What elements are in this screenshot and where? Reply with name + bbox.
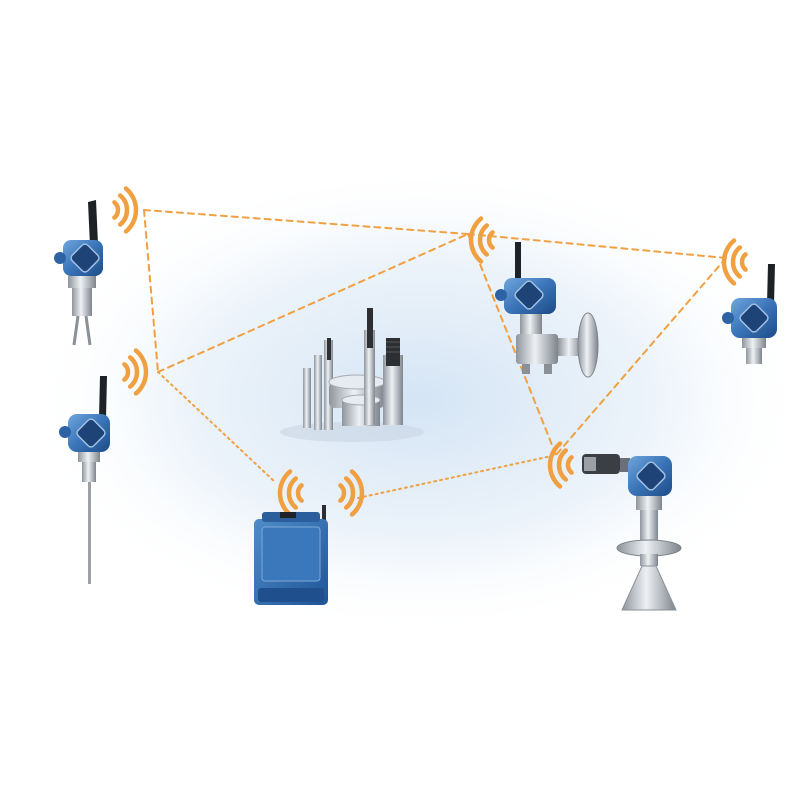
process-plant-icon	[280, 308, 424, 442]
link-line	[157, 233, 469, 373]
wireless-transmitter-icon	[495, 242, 599, 378]
link-line	[467, 233, 557, 456]
background-halo	[30, 165, 800, 635]
link-line	[157, 371, 276, 483]
signal-wave-icon	[468, 216, 495, 264]
wireless-transmitter-icon	[722, 264, 777, 364]
link-layer	[143, 209, 727, 499]
link-line	[143, 209, 159, 373]
wireless-gateway-icon	[254, 505, 328, 605]
link-line	[143, 209, 469, 235]
link-line	[555, 257, 727, 456]
signal-wave-icon	[112, 186, 139, 234]
radar-level-transmitter-icon	[582, 454, 682, 611]
wireless-transmitter-icon	[59, 376, 110, 584]
signal-wave-icon	[338, 469, 365, 517]
signal-wave-icon	[547, 441, 574, 489]
signal-wave-icon	[277, 469, 304, 517]
link-line	[467, 233, 727, 259]
signal-layer	[112, 186, 748, 517]
signal-wave-icon	[122, 348, 149, 396]
link-line	[357, 454, 557, 499]
wireless-transmitter-icon	[54, 200, 103, 346]
signal-wave-icon	[721, 238, 748, 286]
